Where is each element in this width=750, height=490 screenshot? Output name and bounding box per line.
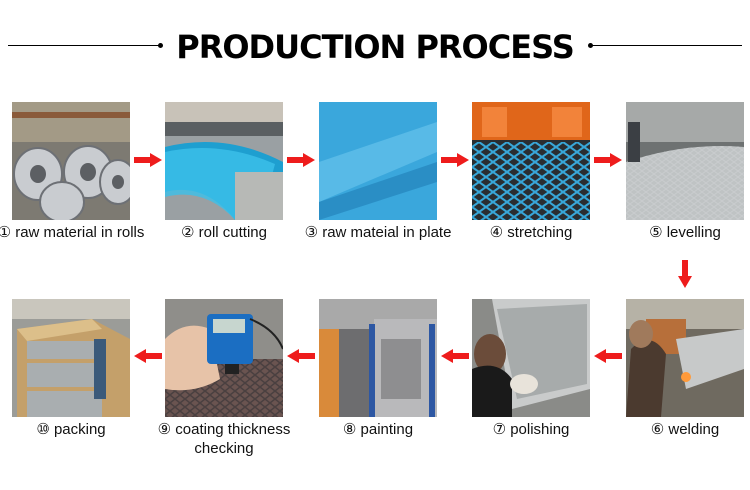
metal-plate-photo bbox=[319, 102, 437, 220]
arrow-right-icon bbox=[287, 153, 315, 167]
step-label: ⑦ polishing bbox=[492, 421, 570, 438]
step-welding: ⑥ welding bbox=[626, 299, 744, 439]
step-label: ⑤ levelling bbox=[649, 224, 721, 241]
step-polishing: ⑦ polishing bbox=[472, 299, 590, 439]
step-label: ④ stretching bbox=[489, 224, 573, 241]
step-raw-material: ① raw material in rolls bbox=[0, 102, 144, 242]
arrow-right-icon bbox=[441, 153, 469, 167]
step-roll-cutting: ② roll cutting bbox=[165, 102, 283, 242]
expanded-mesh-photo bbox=[472, 102, 590, 220]
levelling-photo bbox=[626, 102, 744, 220]
page-title: PRODUCTION PROCESS bbox=[176, 28, 574, 66]
arrow-down-icon bbox=[678, 260, 692, 288]
step-label: ⑥ welding bbox=[650, 421, 720, 438]
polishing-photo bbox=[472, 299, 590, 417]
step-raw-plate: ③ raw mateial in plate bbox=[305, 102, 451, 242]
title-dot-right bbox=[588, 43, 593, 48]
step-coating-check: ⑨ coating thickness checking bbox=[158, 299, 290, 458]
wooden-crate-photo bbox=[12, 299, 130, 417]
step-levelling: ⑤ levelling bbox=[626, 102, 744, 242]
metal-coils-photo bbox=[12, 102, 130, 220]
arrow-right-icon bbox=[134, 153, 162, 167]
step-label: ⑨ coating thickness checking bbox=[157, 421, 291, 457]
step-label: ③ raw mateial in plate bbox=[304, 224, 452, 241]
arrow-left-icon bbox=[441, 349, 469, 363]
painting-line-photo bbox=[319, 299, 437, 417]
cutting-machine-photo bbox=[165, 102, 283, 220]
step-label: ⑧ painting bbox=[342, 421, 414, 438]
title-rule-right bbox=[590, 45, 742, 46]
title-rule-left bbox=[8, 45, 160, 46]
step-label: ① raw material in rolls bbox=[0, 224, 145, 241]
step-label: ⑩ packing bbox=[36, 421, 106, 438]
step-packing: ⑩ packing bbox=[12, 299, 130, 439]
arrow-right-icon bbox=[594, 153, 622, 167]
welding-photo bbox=[626, 299, 744, 417]
step-painting: ⑧ painting bbox=[319, 299, 437, 439]
step-stretching: ④ stretching bbox=[472, 102, 590, 242]
title-dot-left bbox=[158, 43, 163, 48]
step-label: ② roll cutting bbox=[181, 224, 267, 241]
arrow-left-icon bbox=[287, 349, 315, 363]
thickness-gauge-photo bbox=[165, 299, 283, 417]
arrow-left-icon bbox=[134, 349, 162, 363]
arrow-left-icon bbox=[594, 349, 622, 363]
